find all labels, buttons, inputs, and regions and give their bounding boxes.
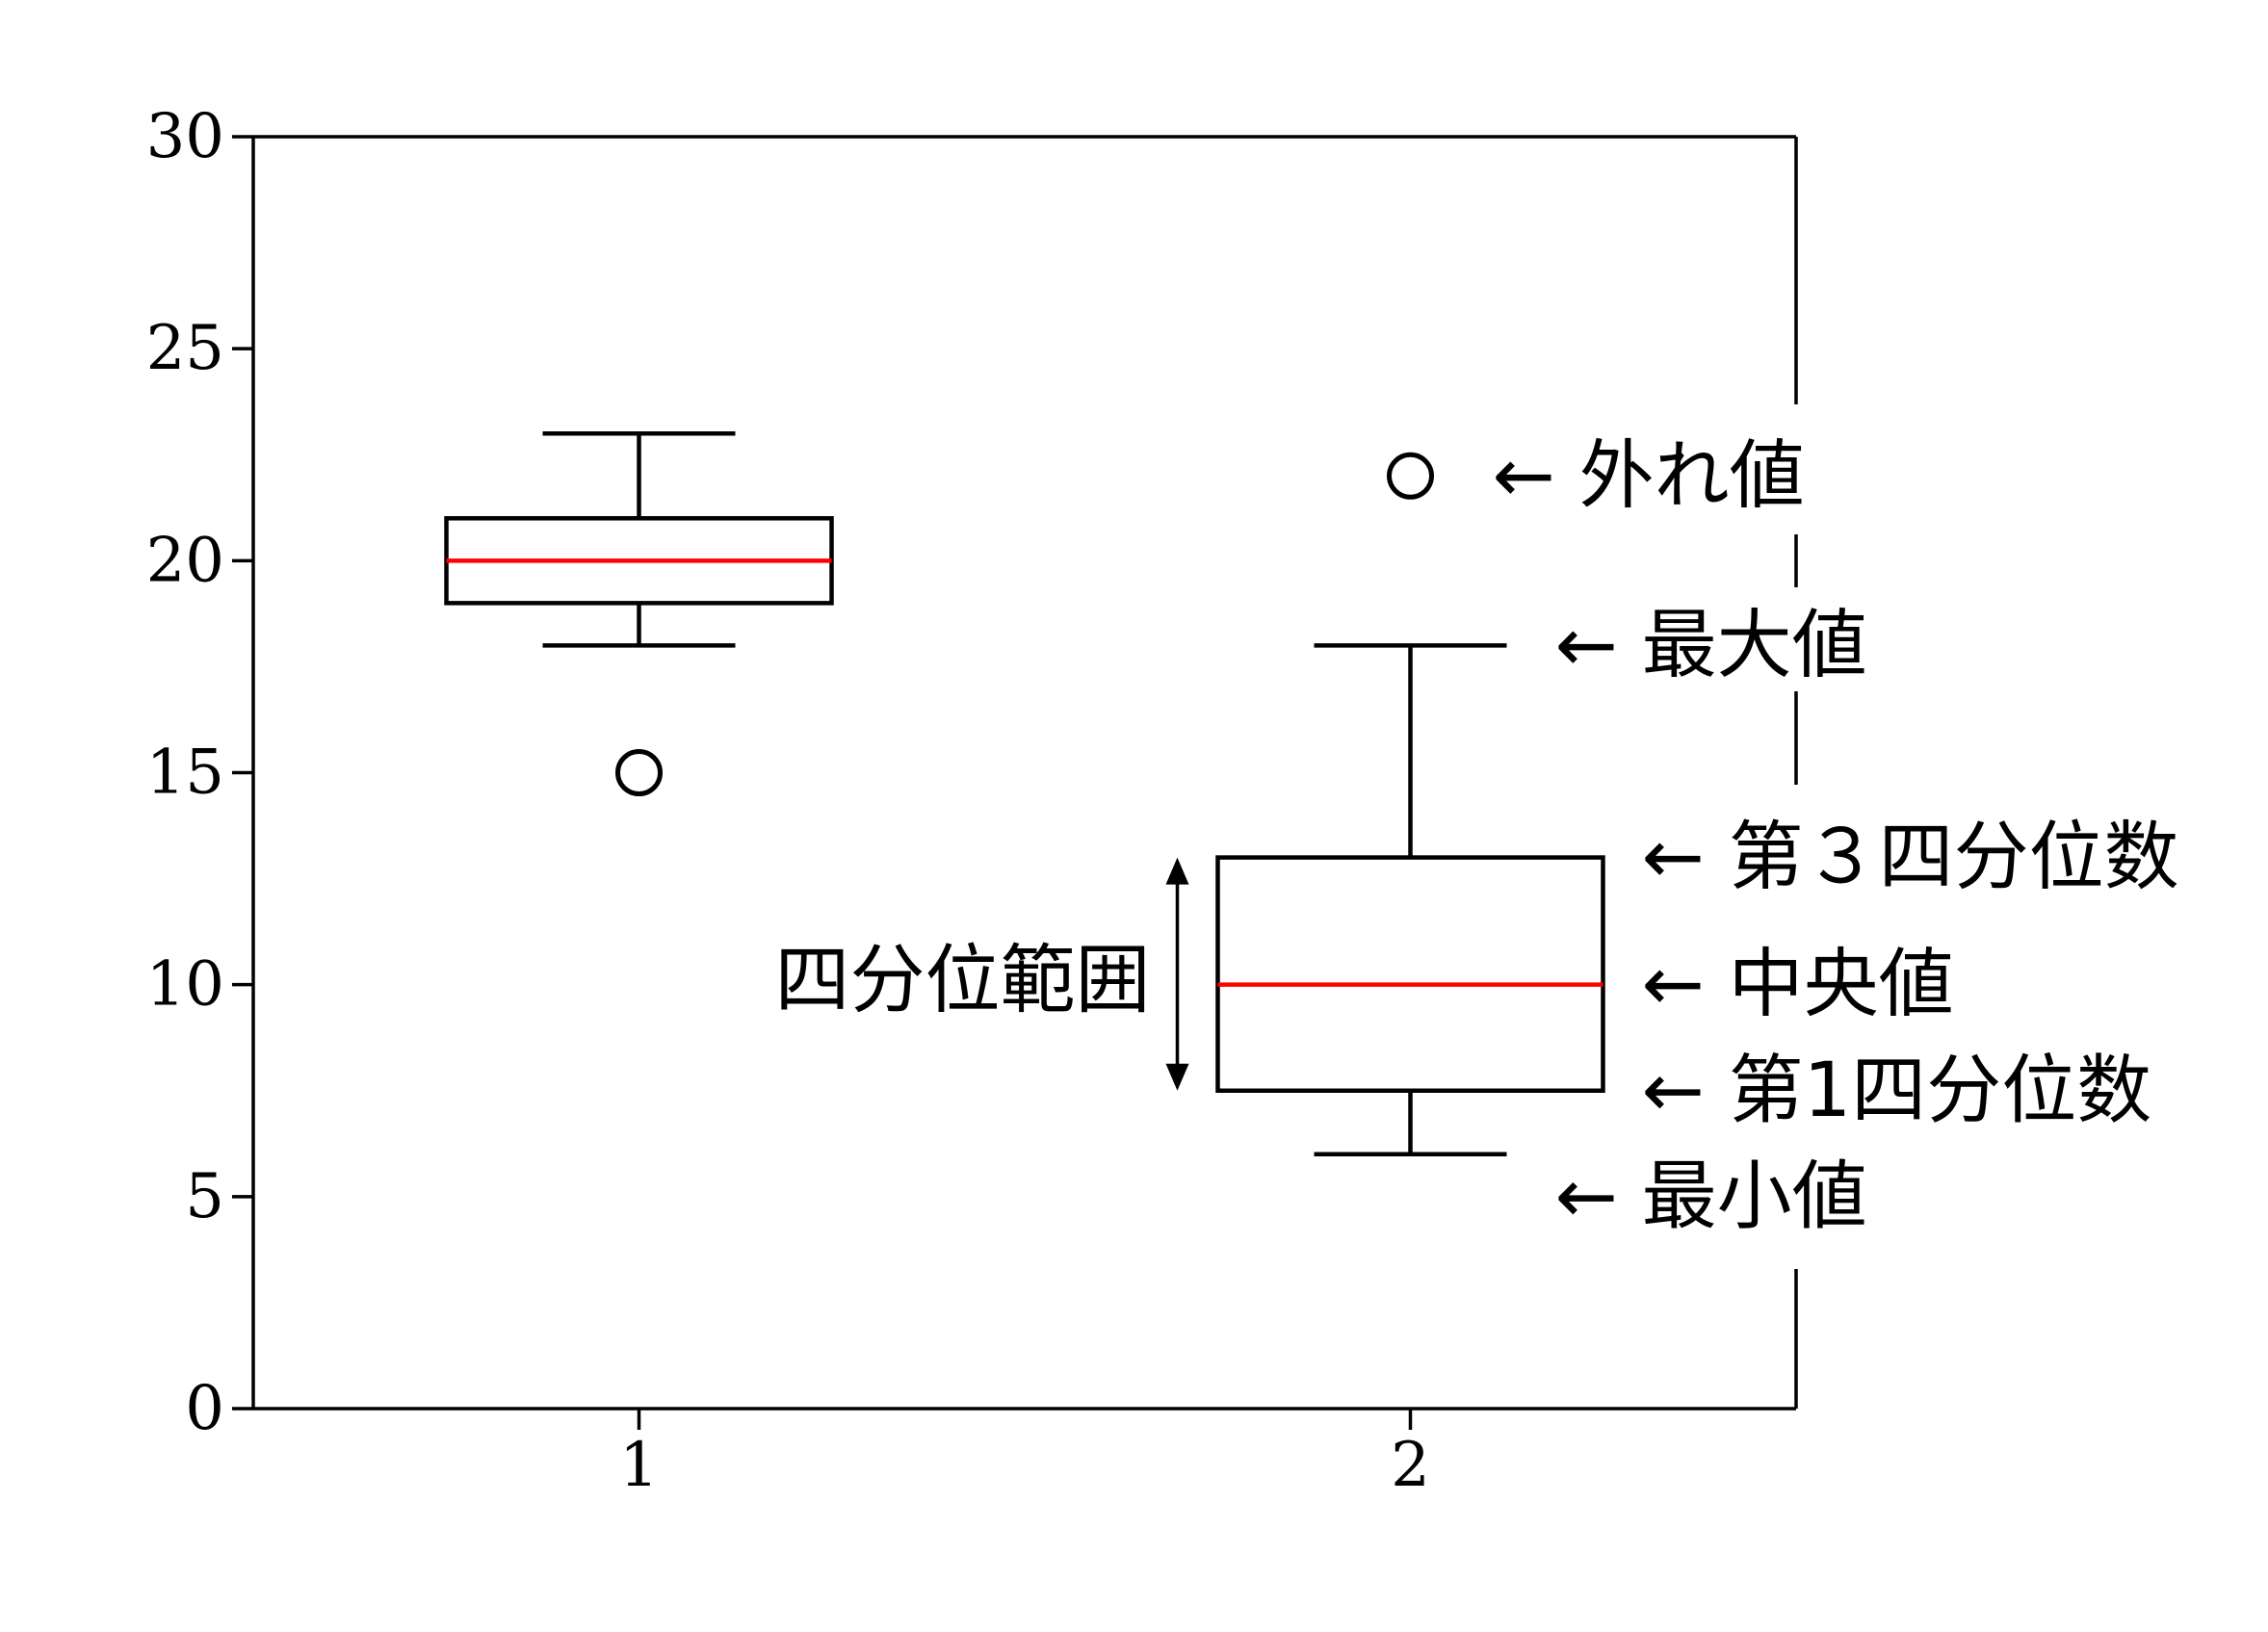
x-tick-label: 1 <box>619 1430 659 1501</box>
annotation-label: ← 外れ値 <box>1493 432 1805 519</box>
y-tick-label: 10 <box>146 949 224 1021</box>
iqr-arrow-head-top <box>1165 857 1189 885</box>
y-tick-label: 25 <box>146 313 224 384</box>
annotation-label: ← 中央値 <box>1642 942 1954 1028</box>
y-tick-label: 30 <box>146 101 224 172</box>
box-iqr <box>1215 855 1605 1093</box>
annotation-label: ← 第1四分位数 <box>1642 1048 2152 1134</box>
y-tick-label: 5 <box>185 1161 224 1232</box>
iqr-label: 四分位範囲 <box>774 938 1150 1024</box>
annotation-label: ← 最大値 <box>1555 602 1867 688</box>
iqr-arrow-head-bottom <box>1165 1063 1189 1091</box>
y-tick-label: 15 <box>146 738 224 809</box>
annotation-label: ← 最小値 <box>1555 1153 1867 1240</box>
outlier-point <box>615 749 663 796</box>
annotation-label: ← 第３四分位数 <box>1642 815 2179 901</box>
y-tick-label: 20 <box>146 525 224 596</box>
x-tick-label: 2 <box>1391 1430 1430 1501</box>
outlier-point <box>1387 452 1434 500</box>
y-tick-label: 0 <box>185 1373 224 1444</box>
